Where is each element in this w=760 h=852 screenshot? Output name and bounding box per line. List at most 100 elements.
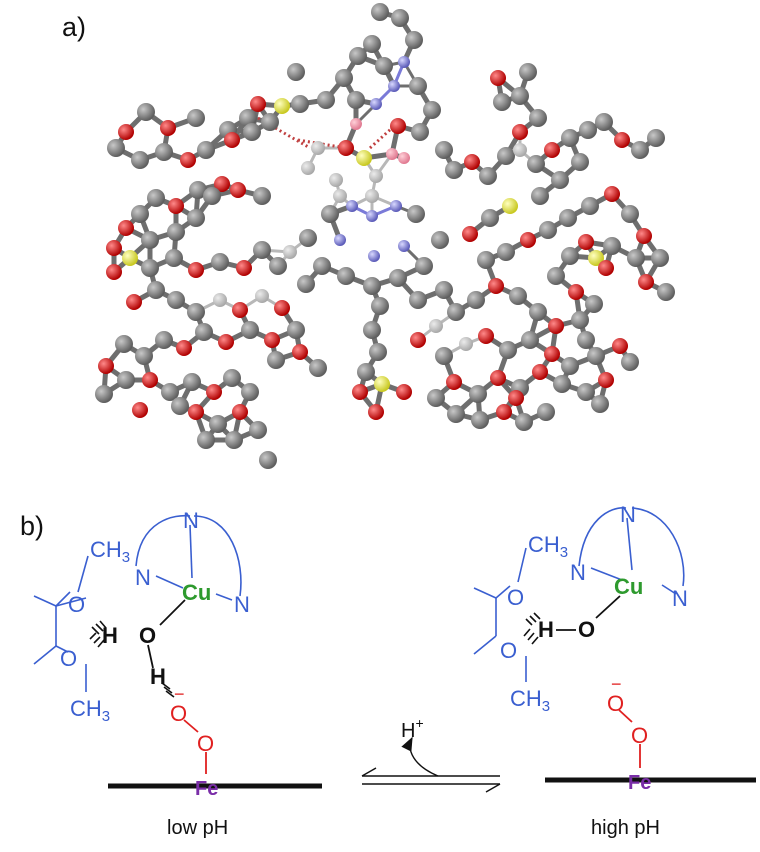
- atom: [225, 431, 243, 449]
- atom: [581, 197, 599, 215]
- atom: [107, 139, 125, 157]
- atom: [167, 223, 185, 241]
- high-ph-o-proximal: O: [607, 691, 624, 716]
- atom: [435, 347, 453, 365]
- atom: [459, 337, 473, 351]
- low-ph-o-distal: O: [197, 731, 214, 756]
- atom: [297, 275, 315, 293]
- atom: [529, 109, 547, 127]
- atom: [477, 251, 495, 269]
- atom: [371, 3, 389, 21]
- atom: [366, 210, 378, 222]
- atom: [427, 389, 445, 407]
- high-ph-o-oxo: O: [578, 617, 595, 642]
- high-ph-o-distal: O: [631, 723, 648, 748]
- atom: [350, 118, 362, 130]
- atom: [203, 187, 221, 205]
- atom: [603, 237, 621, 255]
- atom: [218, 334, 234, 350]
- atom: [126, 294, 142, 310]
- atom: [591, 395, 609, 413]
- atom: [338, 140, 354, 156]
- atom: [471, 411, 489, 429]
- atom: [264, 332, 280, 348]
- atom: [363, 277, 381, 295]
- atom: [561, 247, 579, 265]
- atom: [370, 98, 382, 110]
- atom: [283, 245, 297, 259]
- atom: [513, 143, 527, 157]
- atom: [435, 281, 453, 299]
- atom: [187, 109, 205, 127]
- atom: [539, 221, 557, 239]
- atom: [409, 77, 427, 95]
- atom: [317, 91, 335, 109]
- high-ph-ch3-top: CH3: [528, 532, 568, 561]
- atom: [291, 95, 309, 113]
- atom: [117, 371, 135, 389]
- atom: [135, 347, 153, 365]
- atom: [579, 121, 597, 139]
- atom: [478, 328, 494, 344]
- atom: [407, 205, 425, 223]
- atom: [371, 297, 389, 315]
- atom: [410, 332, 426, 348]
- atom: [213, 293, 227, 307]
- low-ph-ch3-top: CH3: [90, 537, 130, 566]
- atom: [197, 141, 215, 159]
- atom: [337, 267, 355, 285]
- atom: [467, 291, 485, 309]
- atom: [598, 260, 614, 276]
- atom: [269, 257, 287, 275]
- low-ph-ch3-bottom: CH3: [70, 696, 110, 725]
- atom: [188, 404, 204, 420]
- atom: [631, 141, 649, 159]
- atom: [595, 113, 613, 131]
- atom: [398, 240, 410, 252]
- low-ph-hydrogen-bonds: [89, 620, 175, 698]
- atom: [490, 70, 506, 86]
- atom: [365, 189, 379, 203]
- atom: [571, 153, 589, 171]
- atom: [311, 141, 325, 155]
- panel-b-label: b): [20, 511, 44, 541]
- high-ph-o-lower: O: [500, 638, 517, 663]
- atom: [368, 404, 384, 420]
- atom: [236, 260, 252, 276]
- hydrogen-bond: [297, 138, 347, 150]
- atom: [398, 152, 410, 164]
- atom: [435, 141, 453, 159]
- low-ph-ligand-bonds: [33, 514, 242, 692]
- atom: [329, 173, 343, 187]
- atom: [647, 129, 665, 147]
- atom: [98, 358, 114, 374]
- atom: [167, 291, 185, 309]
- low-ph-o-proximal: O: [170, 701, 187, 726]
- atom: [287, 321, 305, 339]
- atom: [657, 283, 675, 301]
- atom: [309, 359, 327, 377]
- equilibrium-arrows: H+: [361, 715, 501, 793]
- atom: [488, 278, 504, 294]
- atom: [299, 229, 317, 247]
- atom: [479, 167, 497, 185]
- atom: [588, 250, 604, 266]
- atom: [374, 376, 390, 392]
- atom: [571, 311, 589, 329]
- atom: [115, 335, 133, 353]
- high-ph-peroxo-bonds: [618, 709, 641, 768]
- atom: [544, 346, 560, 362]
- atom: [598, 372, 614, 388]
- atom: [250, 96, 266, 112]
- atom: [347, 91, 365, 109]
- atom: [197, 431, 215, 449]
- high-ph-n-top: N: [620, 502, 636, 527]
- atom: [389, 269, 407, 287]
- atom: [621, 205, 639, 223]
- high-ph-black-bonds: [556, 595, 621, 631]
- high-ph-o-upper: O: [507, 585, 524, 610]
- atom: [577, 331, 595, 349]
- high-ph-ligand-bonds: [473, 507, 685, 682]
- high-ph-iron: Fe: [628, 772, 651, 794]
- atom: [481, 209, 499, 227]
